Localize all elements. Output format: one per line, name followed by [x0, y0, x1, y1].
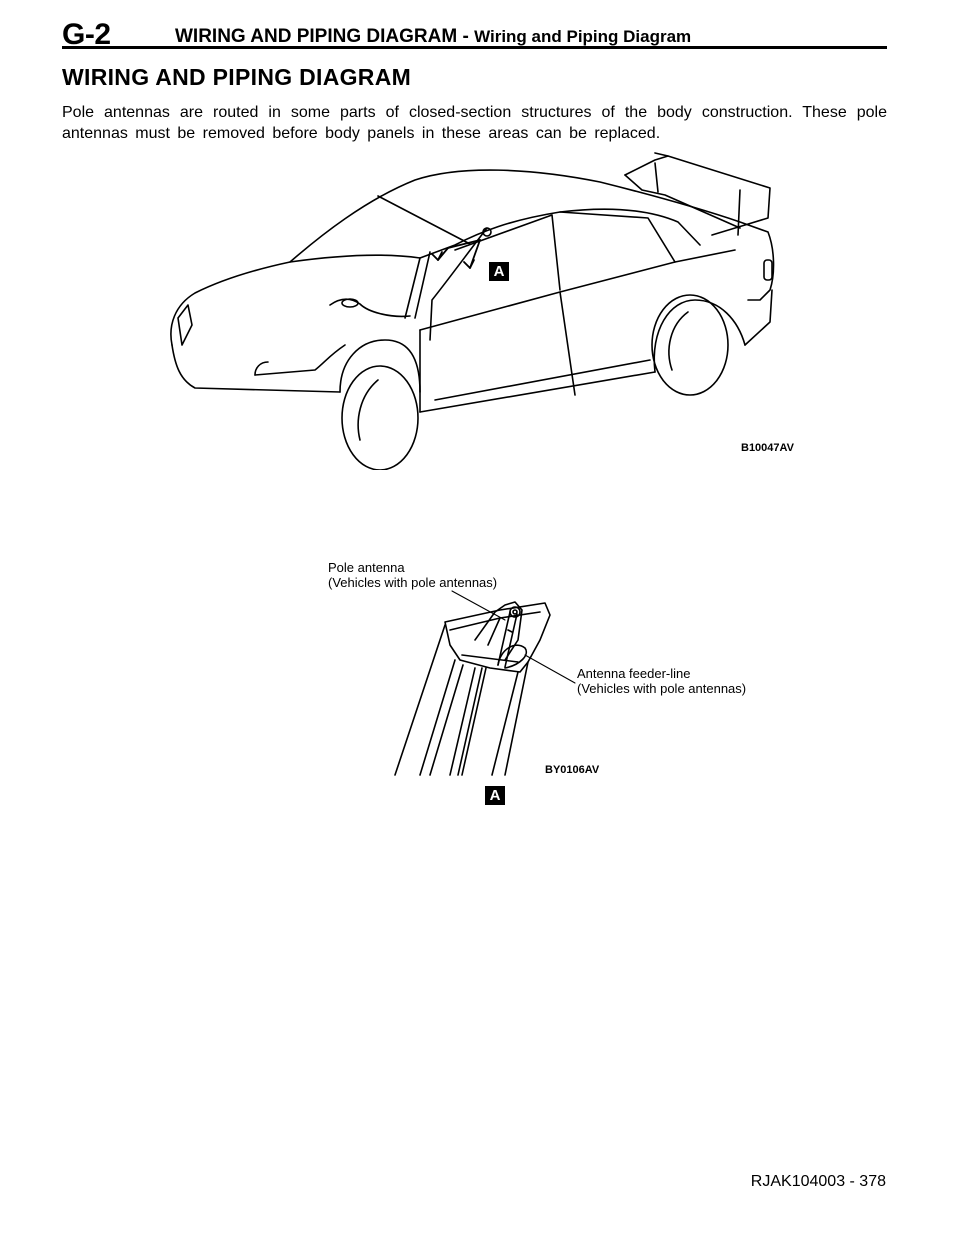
- pillar-detail-illustration: [394, 590, 576, 776]
- pole-antenna-label: Pole antenna (Vehicles with pole antenna…: [328, 560, 497, 590]
- header-divider: [62, 46, 887, 49]
- page-title: WIRING AND PIPING DIAGRAM: [62, 64, 412, 90]
- header-title: WIRING AND PIPING DIAGRAM - Wiring and P…: [175, 26, 691, 48]
- view-marker-a-figure1: A: [489, 262, 509, 281]
- antenna-feeder-title: Antenna feeder-line: [577, 666, 691, 681]
- pole-antenna-note: (Vehicles with pole antennas): [328, 575, 498, 590]
- header-subtitle: Wiring and Piping Diagram: [474, 27, 692, 46]
- intro-paragraph: Pole antennas are routed in some parts o…: [62, 104, 887, 142]
- section-number: G-2: [62, 18, 111, 51]
- page-header: G-2 WIRING AND PIPING DIAGRAM - Wiring a…: [62, 18, 887, 51]
- pole-antenna-title: Pole antenna: [328, 560, 405, 575]
- car-illustration: [170, 152, 775, 470]
- figure1-code: B10047AV: [741, 442, 794, 454]
- antenna-feeder-label: Antenna feeder-line (Vehicles with pole …: [577, 666, 746, 696]
- figure2-code: BY0106AV: [545, 764, 600, 776]
- page-reference: RJAK104003 - 378: [750, 1173, 886, 1190]
- view-marker-a-figure2: A: [485, 786, 505, 805]
- header-title-main: WIRING AND PIPING DIAGRAM -: [175, 26, 469, 47]
- antenna-feeder-note: (Vehicles with pole antennas): [577, 681, 747, 696]
